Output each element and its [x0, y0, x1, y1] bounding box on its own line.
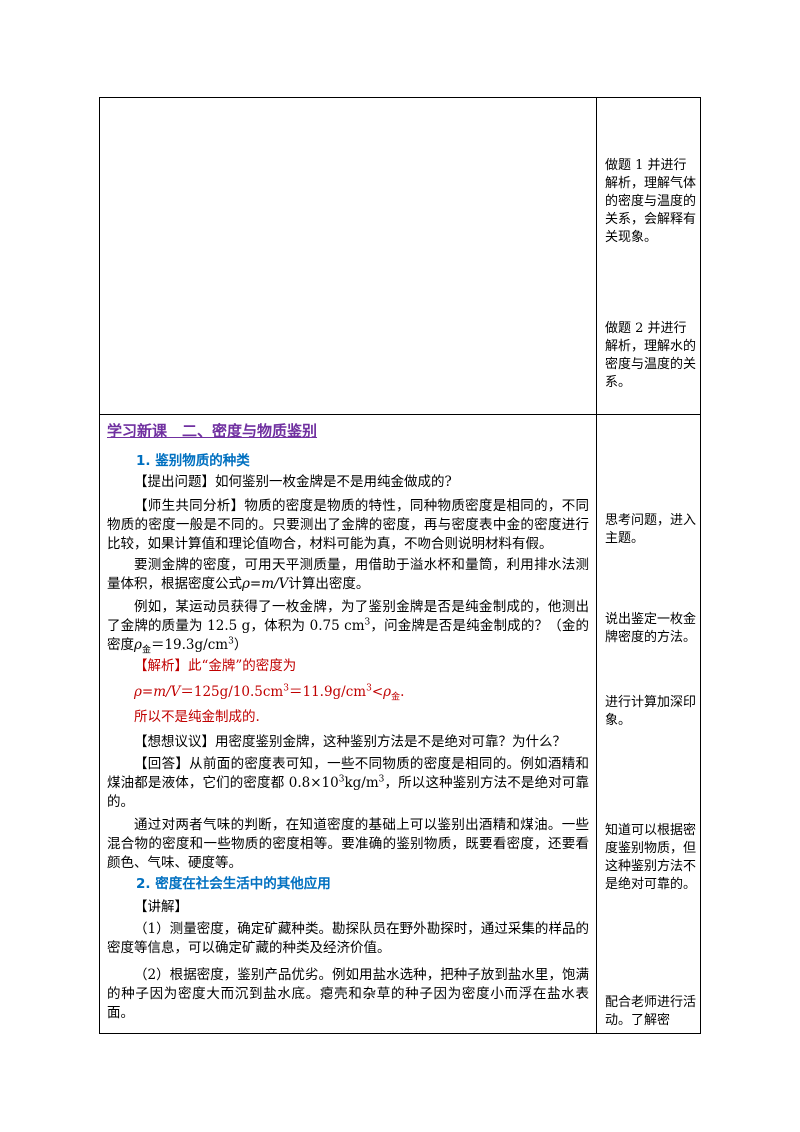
paragraph-discuss: 【想想议议】用密度鉴别金牌，这种鉴别方法是不是绝对可靠？为什么？ — [107, 733, 589, 752]
subheading-1: 1. 鉴别物质的种类 — [136, 453, 250, 469]
seed-selection-text: （2）根据密度，鉴别产品优劣。例如用盐水选种，把种子放到盐水里，饱满的种子因为密… — [107, 967, 589, 1021]
table-top-border — [99, 97, 701, 98]
paragraph-answer: 【回答】从前面的密度表可知，一些不同物质的密度是相同的。例如酒精和煤油都是液体，… — [107, 755, 589, 812]
measure-text-end: 计算出密度。 — [288, 576, 370, 592]
example-text-end: ） — [233, 637, 248, 653]
example-text: 例如，某运动员获得了一枚金牌，为了鉴别金牌是否是纯金制成的，他测出了金牌的质量为… — [107, 598, 589, 655]
example-text-a: 例如，某运动员获得了一枚金牌，为了鉴别金牌是否是纯金制成的，他测出了金牌的质量为… — [107, 599, 589, 634]
lecture-label: 【讲解】 — [134, 899, 188, 915]
density-formula: ρ=m/V — [242, 576, 289, 592]
superscript-3b: 3 — [228, 636, 234, 647]
example-text-b: ，问金牌是否是纯金制成的？（金的密度 — [107, 618, 589, 653]
superscript-3c: 3 — [283, 683, 289, 694]
measure-text: 要测金牌的密度，可用天平测质量，用借助于溢水杯和量筒，利用排水法测量体积，根据密… — [107, 556, 589, 594]
question-text: 【提出问题】如何鉴别一枚金牌是不是用纯金做成的? — [134, 474, 452, 490]
conclusion-text: 所以不是纯金制成的. — [134, 709, 260, 725]
answer-text: 【回答】从前面的密度表可知，一些不同物质的密度是相同的。例如酒精和煤油都是液体，… — [107, 755, 589, 812]
paragraph-seed-selection: （2）根据密度，鉴别产品优劣。例如用盐水选种，把种子放到盐水里，饱满的种子因为密… — [107, 966, 589, 1023]
measure-text-main: 要测金牌的密度，可用天平测质量，用借助于溢水杯和量筒，利用排水法测量体积，根据密… — [107, 557, 589, 592]
paragraph-measure-ore: （1）测量密度，确定矿藏种类。勘探队员在野外勘探时，通过采集的样品的密度等信息，… — [107, 920, 589, 958]
table-left-border — [99, 97, 100, 1034]
formula-d: <ρ — [371, 684, 392, 700]
table-row-divider — [99, 414, 701, 415]
superscript-3: 3 — [364, 617, 371, 628]
paragraph-lecture: 【讲解】 — [107, 898, 589, 917]
section-heading: 学习新课 二、密度与物质鉴别 — [107, 422, 318, 440]
gold-density: ＝19.3g/cm — [150, 637, 229, 653]
side-note-1: 做题 1 并进行解析，理解气体的密度与温度的关系，会解释有关现象。 — [605, 158, 697, 245]
paragraph-measure: 要测金牌的密度，可用天平测质量，用借助于溢水杯和量筒，利用排水法测量体积，根据密… — [107, 556, 589, 594]
solution-formula: ρ=m/V＝125g/10.5cm3＝11.9g/cm3<ρ金. — [107, 683, 589, 702]
side-note-7: 配合老师进行活动。了解密 — [605, 995, 697, 1028]
subheading-2: 2. 密度在社会生活中的其他应用 — [136, 876, 331, 892]
answer-text-a: 【回答】从前面的密度表可知，一些不同物质的密度是相同的。例如酒精和煤油都是液体，… — [107, 756, 589, 791]
formula-b: ＝125g/10.5cm — [180, 684, 284, 700]
paragraph-conclusion: 所以不是纯金制成的. — [107, 708, 589, 727]
table-column-divider — [596, 97, 597, 1034]
rho-symbol: ρ — [134, 637, 142, 653]
paragraph-mixture: 通过对两者气味的判断，在知道密度的基础上可以鉴别出酒精和煤油。一些混合物的密度和… — [107, 816, 589, 873]
formula-c: ＝11.9g/cm — [288, 684, 367, 700]
analysis-text: 【师生共同分析】物质的密度是物质的特性，同种物质密度是相同的，不同物质的密度一般… — [107, 498, 589, 552]
paragraph-question: 【提出问题】如何鉴别一枚金牌是不是用纯金做成的? — [107, 473, 589, 492]
table-right-border — [700, 97, 701, 1034]
paragraph-example: 例如，某运动员获得了一枚金牌，为了鉴别金牌是否是纯金制成的，他测出了金牌的质量为… — [107, 598, 589, 655]
side-note-5: 进行计算加深印象。 — [605, 695, 697, 728]
answer-text-b: kg/m — [344, 775, 379, 791]
measure-ore-text: （1）测量密度，确定矿藏种类。勘探队员在野外勘探时，通过采集的样品的密度等信息，… — [107, 921, 589, 956]
side-note-3: 思考问题，进入主题。 — [605, 513, 697, 546]
formula-a: ρ=m/V — [134, 684, 181, 700]
superscript-3f: 3 — [378, 774, 385, 785]
side-note-2: 做题 2 并进行解析，理解水的密度与温度的关系。 — [605, 321, 697, 390]
side-note-6: 知道可以根据密度鉴别物质，但这种鉴别方法不是绝对可靠的。 — [605, 823, 697, 892]
mixture-text: 通过对两者气味的判断，在知道密度的基础上可以鉴别出酒精和煤油。一些混合物的密度和… — [107, 817, 589, 871]
answer-text-c: ，所以这种鉴别方法不是绝对可靠的。 — [107, 775, 589, 810]
gold-subscript-2: 金 — [391, 692, 401, 703]
gold-subscript: 金 — [141, 645, 151, 656]
formula-e: . — [400, 684, 405, 700]
table-bottom-border — [99, 1033, 701, 1034]
superscript-3e: 3 — [338, 774, 345, 785]
discuss-text: 【想想议议】用密度鉴别金牌，这种鉴别方法是不是绝对可靠？为什么？ — [134, 734, 566, 750]
side-note-4: 说出鉴定一枚金牌密度的方法。 — [605, 612, 697, 645]
solution-label: 【解析】此“金牌”的密度为 — [134, 658, 297, 674]
paragraph-solution-formula: ρ=m/V＝125g/10.5cm3＝11.9g/cm3<ρ金. — [107, 683, 589, 702]
paragraph-analysis: 【师生共同分析】物质的密度是物质的特性，同种物质密度是相同的，不同物质的密度一般… — [107, 497, 589, 554]
superscript-3d: 3 — [366, 683, 372, 694]
paragraph-solution: 【解析】此“金牌”的密度为 — [107, 657, 589, 676]
